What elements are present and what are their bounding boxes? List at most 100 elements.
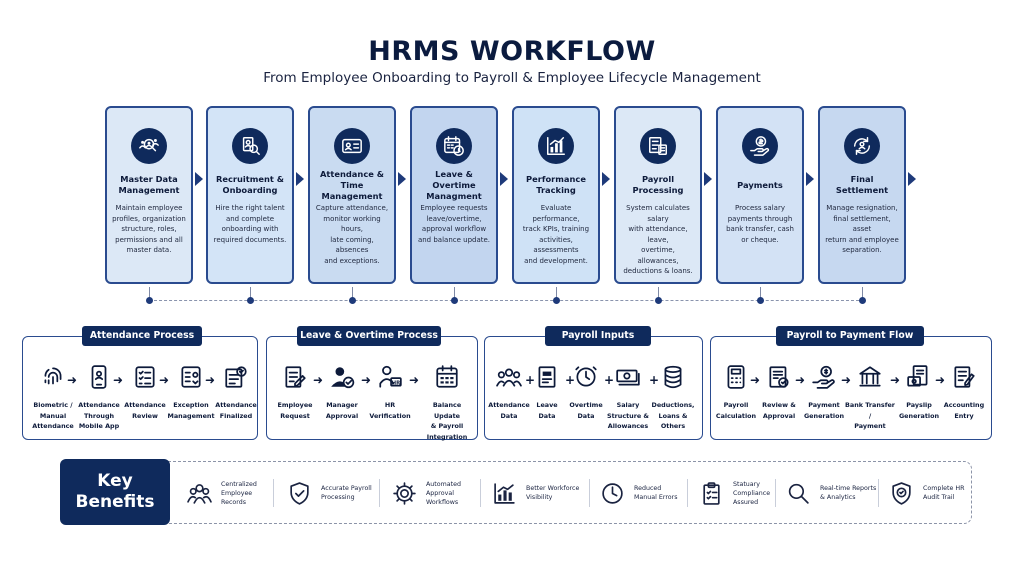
step-title: Leave & Overtime Managment bbox=[426, 168, 482, 201]
process-step-label: Accounting Entry bbox=[943, 401, 985, 420]
step-arrow-icon bbox=[398, 172, 406, 186]
page-title: HRMS WORKFLOW bbox=[368, 36, 656, 67]
process-step-label: Exception Management bbox=[167, 401, 215, 420]
benefit-item: Statuary Compliance Assured bbox=[697, 476, 770, 510]
step-arrow-icon bbox=[704, 172, 712, 186]
panel-title-payroll-inputs: Payroll Inputs bbox=[545, 326, 651, 346]
benefit-label: Centralized Employee Records bbox=[221, 480, 257, 506]
arrow-right-icon: ➜ bbox=[113, 373, 124, 387]
benefit-divider bbox=[379, 479, 380, 507]
benefit-item: Complete HR Audit Trail bbox=[887, 476, 964, 510]
panel-title-leave-overtime: Leave & Overtime Process bbox=[297, 326, 441, 346]
benefit-item: Reduced Manual Errors bbox=[598, 476, 678, 510]
arrow-right-icon: ➜ bbox=[361, 373, 372, 387]
arrow-right-icon: ➜ bbox=[935, 373, 946, 387]
process-step: Attendance Through Mobile App bbox=[74, 363, 124, 432]
arrow-right-icon: ➜ bbox=[313, 373, 324, 387]
benefit-item: Real-time Reports & Analytics bbox=[784, 476, 876, 510]
step-arrow-icon bbox=[806, 172, 814, 186]
users-search-icon bbox=[131, 128, 167, 164]
arrow-right-icon: ➜ bbox=[795, 373, 806, 387]
step-description: Evaluate performance, track KPIs, traini… bbox=[522, 204, 590, 265]
manager-check-icon bbox=[328, 363, 356, 391]
step-title: Payments bbox=[737, 179, 783, 190]
arrow-right-icon: ➜ bbox=[409, 373, 420, 387]
process-step: Deductions, Loans & Others bbox=[648, 363, 698, 432]
timeline-connector bbox=[862, 287, 863, 300]
clipboard-check-icon bbox=[697, 479, 725, 507]
payslip-icon bbox=[905, 363, 933, 391]
step-description: Hire the right talent and complete onboa… bbox=[213, 204, 287, 244]
panel-title-payroll-to-payment: Payroll to Payment Flow bbox=[776, 326, 924, 346]
process-step-label: Attendance Finalized bbox=[215, 401, 257, 420]
benefit-item: Centralized Employee Records bbox=[185, 476, 257, 510]
exception-list-icon bbox=[177, 363, 205, 391]
cycle-user-icon bbox=[844, 128, 880, 164]
timeline-dot bbox=[655, 297, 662, 304]
benefit-item: Accurate Payroll Processing bbox=[285, 476, 372, 510]
hr-verification-icon: HR bbox=[376, 363, 404, 391]
process-step: HR HR Verification bbox=[365, 363, 415, 421]
mobile-app-icon bbox=[85, 363, 113, 391]
arrow-right-icon: ➜ bbox=[750, 373, 761, 387]
plus-icon: + bbox=[565, 373, 576, 387]
process-step-label: HR Verification bbox=[369, 401, 411, 420]
step-arrow-icon bbox=[602, 172, 610, 186]
timeline-connector bbox=[658, 287, 659, 300]
benefit-label: Complete HR Audit Trail bbox=[923, 485, 965, 501]
process-step-label: Payroll Calculation bbox=[715, 401, 757, 420]
benefit-divider bbox=[878, 479, 879, 507]
process-step-label: Employee Request bbox=[277, 401, 313, 420]
hand-money-icon bbox=[742, 128, 778, 164]
process-step-label: Attendance Review bbox=[124, 401, 166, 420]
arrow-right-icon: ➜ bbox=[67, 373, 78, 387]
timeline-connector bbox=[760, 287, 761, 300]
process-step-label: Payment Generation bbox=[803, 401, 845, 420]
process-step-label: Payslip Generation bbox=[898, 401, 940, 420]
overtime-clock-icon bbox=[572, 363, 600, 391]
page-subtitle: From Employee Onboarding to Payroll & Em… bbox=[263, 70, 761, 86]
timeline-dot bbox=[247, 297, 254, 304]
group-icon bbox=[495, 363, 523, 391]
benefit-divider bbox=[273, 479, 274, 507]
calculator-icon bbox=[722, 363, 750, 391]
benefit-divider bbox=[480, 479, 481, 507]
process-step: Attendance Data bbox=[484, 363, 534, 421]
chart-icon bbox=[538, 128, 574, 164]
timeline-line bbox=[149, 300, 859, 301]
svg-text:HR: HR bbox=[392, 380, 402, 386]
process-step-label: Review & Approval bbox=[762, 401, 796, 420]
bar-chart-icon bbox=[490, 479, 518, 507]
timeline-dot bbox=[553, 297, 560, 304]
benefit-label: Accurate Payroll Processing bbox=[321, 485, 372, 501]
process-step-label: Attendance Through Mobile App bbox=[78, 401, 120, 430]
timeline-dot bbox=[349, 297, 356, 304]
process-step: Balance Update & Payroll Integration bbox=[422, 363, 472, 442]
step-arrow-icon bbox=[195, 172, 203, 186]
step-arrow-icon bbox=[908, 172, 916, 186]
arrow-right-icon: ➜ bbox=[159, 373, 170, 387]
timeline-dot bbox=[146, 297, 153, 304]
arrow-right-icon: ➜ bbox=[205, 373, 216, 387]
process-step-label: Attendance Data bbox=[488, 401, 530, 420]
timeline-dot bbox=[451, 297, 458, 304]
step-title: Final Settlement bbox=[835, 174, 889, 195]
process-step: Bank Transfer / Payment bbox=[845, 363, 895, 432]
recruitment-icon bbox=[232, 128, 268, 164]
step-description: System calculates salary with attendance… bbox=[623, 204, 693, 275]
process-step-label: Bank Transfer / Payment bbox=[845, 401, 895, 430]
timeline-connector bbox=[454, 287, 455, 300]
id-card-icon bbox=[334, 128, 370, 164]
plus-icon: + bbox=[649, 373, 660, 387]
timeline-connector bbox=[149, 287, 150, 300]
cash-stack-icon bbox=[614, 363, 642, 391]
process-step: Attendance Review bbox=[120, 363, 170, 421]
process-step-label: Manager Approval bbox=[325, 401, 359, 420]
process-step: Exception Management bbox=[166, 363, 216, 421]
process-step: Payslip Generation bbox=[894, 363, 944, 421]
